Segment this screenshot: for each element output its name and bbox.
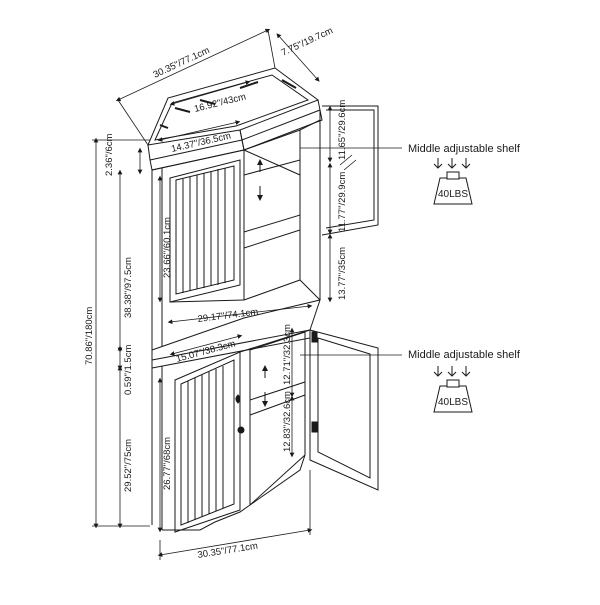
dimension-lines	[92, 28, 402, 560]
dim-top-depth: 7.75"/19.7cm	[280, 25, 335, 59]
dim-upper-door: 23.66"/60.1cm	[162, 217, 173, 278]
top-crown	[147, 67, 323, 171]
door-handles	[235, 394, 245, 434]
dim-crown-height: 2.36"/6cm	[104, 133, 115, 176]
dim-lower-gap-bottom: 12.83"/32.6cm	[282, 391, 293, 452]
lower-weight-icon	[433, 379, 473, 413]
lower-down-arrows-icon	[433, 366, 471, 377]
dim-upper-total: 38.38"/97.5cm	[123, 257, 134, 318]
upper-interior	[169, 105, 379, 303]
upper-door	[169, 159, 241, 303]
lower-cabinet	[151, 329, 311, 533]
lower-weight-label: 40LBS	[438, 397, 468, 408]
interior-arrows	[257, 159, 268, 407]
upper-shelf-label: Middle adjustable shelf	[408, 143, 521, 155]
dim-counter-thickness: 0.59"/1.5cm	[123, 345, 134, 395]
dim-upper-gap: 11.77"/29.9cm	[337, 172, 348, 232]
dim-top-width: 30.35"/77.1cm	[152, 45, 212, 81]
dim-lower-total: 29.52"/75cm	[123, 439, 134, 492]
lower-shelf-callout: Middle adjustable shelf 40LBS	[408, 349, 521, 413]
upper-down-arrows-icon	[433, 158, 471, 169]
dim-top-gap: 11.65"/29.6cm	[337, 100, 348, 160]
dim-lower-door: 26.77"/68cm	[162, 437, 173, 490]
lower-shelf-label: Middle adjustable shelf	[408, 349, 521, 361]
dim-lower-gap-top: 12.71"/32.3cm	[282, 324, 293, 385]
upper-weight-label: 40LBS	[438, 189, 468, 200]
cabinet-drawing	[92, 28, 402, 560]
upper-shelf-callout: Middle adjustable shelf 40LBS	[408, 143, 521, 205]
dim-open-gap: 13.77"/35cm	[337, 247, 348, 300]
dim-total-height: 70.86"/180cm	[84, 307, 95, 365]
upper-weight-icon	[433, 171, 473, 205]
lower-open-door	[309, 329, 379, 491]
